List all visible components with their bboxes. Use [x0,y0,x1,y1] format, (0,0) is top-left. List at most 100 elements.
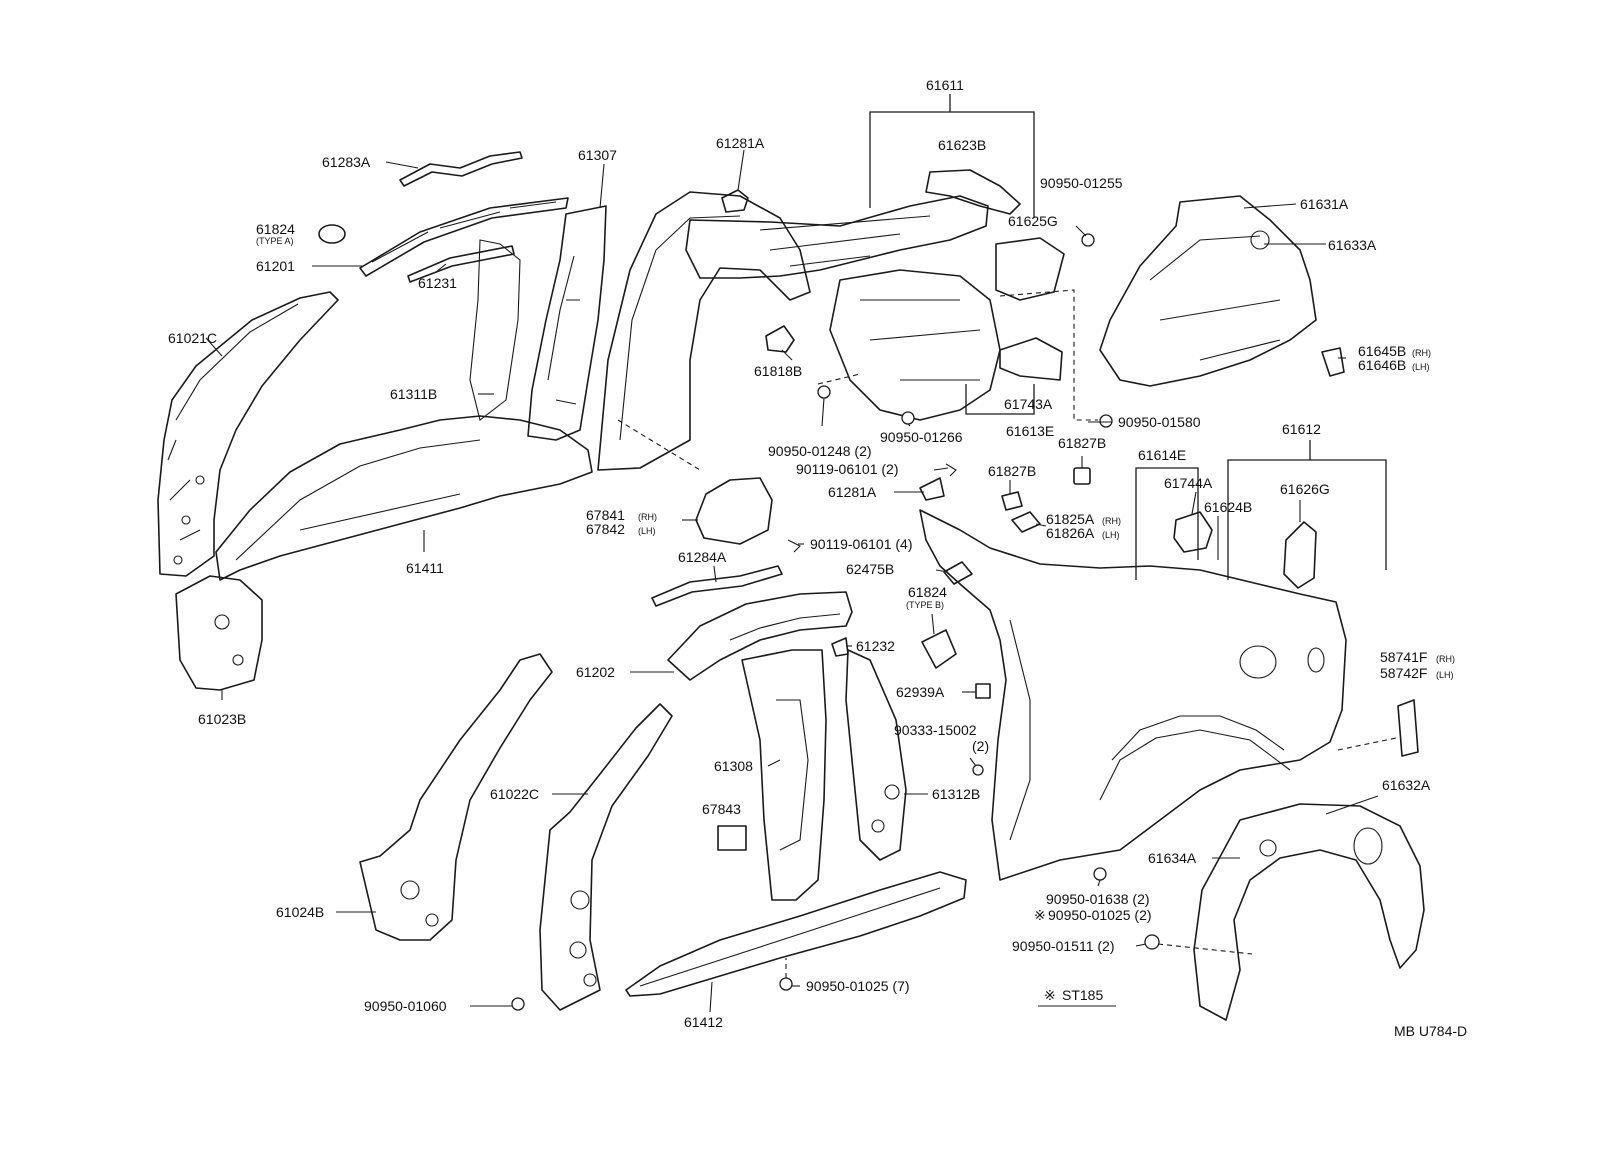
label-61824-a: 61824 [256,221,295,237]
label-61202: 61202 [576,664,615,680]
part-61625G [995,237,1065,301]
label-61232: 61232 [856,638,895,654]
part-61284A [651,565,783,607]
label-61824-b-type: (TYPE B) [906,600,944,610]
label-61614E: 61614E [1138,447,1186,463]
label-61827B-b: 61827B [988,463,1036,479]
part-61626G [1283,521,1317,589]
part-67843 [717,825,747,851]
clip-90950-01511 [1144,934,1160,950]
part-61307 [527,205,607,441]
label-61611: 61611 [926,77,964,93]
label-61023B: 61023B [198,711,246,727]
assembly-lines [617,94,1397,978]
part-61022C [539,703,673,1011]
label-90119-06101-2: 90119-06101 (2) [796,461,898,477]
label-61308: 61308 [714,758,753,774]
label-67841-side: (RH) [638,512,657,522]
label-61645B-side: (RH) [1412,348,1431,358]
label-61645B: 61645B [1358,343,1406,359]
part-61744A [1173,511,1213,553]
label-58742F: 58742F [1380,665,1427,681]
part-61645B [1321,347,1345,377]
part-61312B [845,649,907,861]
label-61624B: 61624B [1204,499,1252,515]
label-61231: 61231 [418,275,457,291]
label-61827B-a: 61827B [1058,435,1106,451]
label-90950-01266: 90950-01266 [880,429,963,445]
part-61308 [741,649,827,901]
part-62939A [975,683,991,699]
label-90950-01025-7: 90950-01025 (7) [806,978,910,994]
part-61623B [925,169,1021,215]
part-61201 [359,197,569,277]
part-61825A [1011,511,1041,533]
bracket-61612 [1227,440,1387,580]
part-90333-15002 [972,764,984,776]
clip-90950-01060 [511,997,525,1011]
part-labels: 61611 61623B 61281A 61307 61283A 90950-0… [168,77,1467,1039]
clip-90950-01638 [1093,867,1107,881]
leader-lines [205,149,1379,1013]
label-61626G: 61626G [1280,481,1330,497]
part-61631A-61633A [1099,195,1317,387]
label-62939A: 62939A [896,684,945,700]
label-67842: 67842 [586,521,625,537]
part-67841 [695,477,773,545]
clip-90950-01248 [817,385,831,399]
label-61284A: 61284A [678,549,727,565]
label-61312B: 61312B [932,786,980,802]
label-90333-15002-qty: (2) [972,738,989,754]
label-61646B-side: (LH) [1412,362,1430,372]
label-90950-01025-2: 90950-01025 (2) [1048,907,1152,923]
part-58741F [1397,699,1419,757]
label-90950-01511: 90950-01511 (2) [1012,938,1114,954]
label-90950-01255: 90950-01255 [1040,175,1123,191]
note-label: ST185 [1062,987,1103,1003]
label-61281A-top: 61281A [716,135,765,151]
part-61614E-61612 [919,509,1347,881]
label-61646B: 61646B [1358,357,1406,373]
part-61281A-top [721,189,749,213]
label-61311B: 61311B [390,386,437,402]
label-61612: 61612 [1282,421,1321,437]
diagram-reference: MB U784-D [1394,1023,1467,1039]
label-90950-01060: 90950-01060 [364,998,447,1014]
label-61634A: 61634A [1148,850,1197,866]
part-61827B-b [1001,491,1023,511]
label-61412: 61412 [684,1014,723,1030]
label-61825A: 61825A [1046,511,1095,527]
label-61826A: 61826A [1046,525,1095,541]
label-61411: 61411 [406,560,444,576]
label-58741F-side: (RH) [1436,654,1455,664]
label-90333-15002: 90333-15002 [894,722,977,738]
label-58741F: 58741F [1380,649,1427,665]
label-62475B: 62475B [846,561,894,577]
note-marker-b: ※ [1044,987,1056,1003]
label-67842-side: (LH) [638,526,656,536]
bracket-61614E [1135,467,1199,580]
part-61311B-61411 [215,415,593,581]
label-61613E: 61613E [1006,423,1054,439]
part-61613-inner [597,191,811,471]
label-90950-01638: 90950-01638 (2) [1046,891,1150,907]
label-61024B: 61024B [276,904,324,920]
label-61633A: 61633A [1328,237,1377,253]
nut-90950-01580 [1099,414,1113,428]
clip-90950-01266 [901,411,915,425]
label-61201: 61201 [256,258,295,274]
part-61283A [399,151,523,187]
label-61743A: 61743A [1004,396,1053,412]
label-61826A-side: (LH) [1102,530,1120,540]
part-61232 [831,637,849,657]
note-marker-a: ※ [1034,907,1046,923]
label-90950-01580: 90950-01580 [1118,414,1201,430]
label-61625G: 61625G [1008,213,1058,229]
part-62475B [943,561,973,585]
label-61824-a-type: (TYPE A) [256,236,294,246]
part-61021C [157,291,339,577]
label-61021C: 61021C [168,330,217,346]
part-61023B [175,575,263,691]
label-61825A-side: (RH) [1102,516,1121,526]
